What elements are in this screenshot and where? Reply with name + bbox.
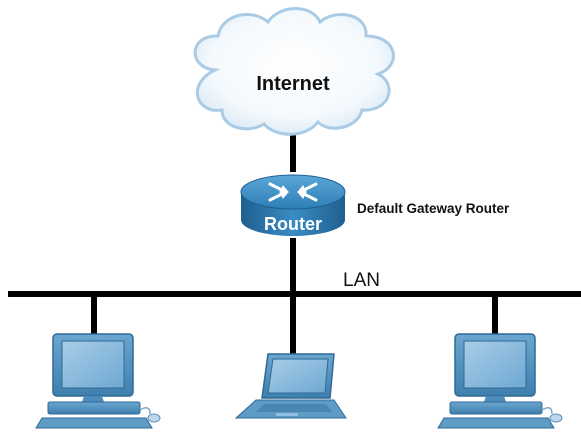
- desktop-pc-left: [35, 333, 161, 429]
- router-icon: [240, 174, 346, 236]
- desktop-pc-icon: [437, 333, 563, 429]
- router: Router Default Gateway Router: [240, 174, 510, 236]
- internet-cloud: Internet: [193, 7, 395, 136]
- laptop-center: [234, 353, 347, 419]
- links: [8, 128, 581, 356]
- cloud-icon: [193, 7, 395, 136]
- default-gateway-label: Default Gateway Router: [357, 201, 510, 216]
- desktop-pc-right: [437, 333, 563, 429]
- laptop-icon: [234, 353, 347, 419]
- internet-label: Internet: [256, 73, 330, 95]
- router-icon-label: Router: [264, 214, 322, 234]
- lan-label: LAN: [343, 270, 380, 291]
- desktop-pc-icon: [35, 333, 161, 429]
